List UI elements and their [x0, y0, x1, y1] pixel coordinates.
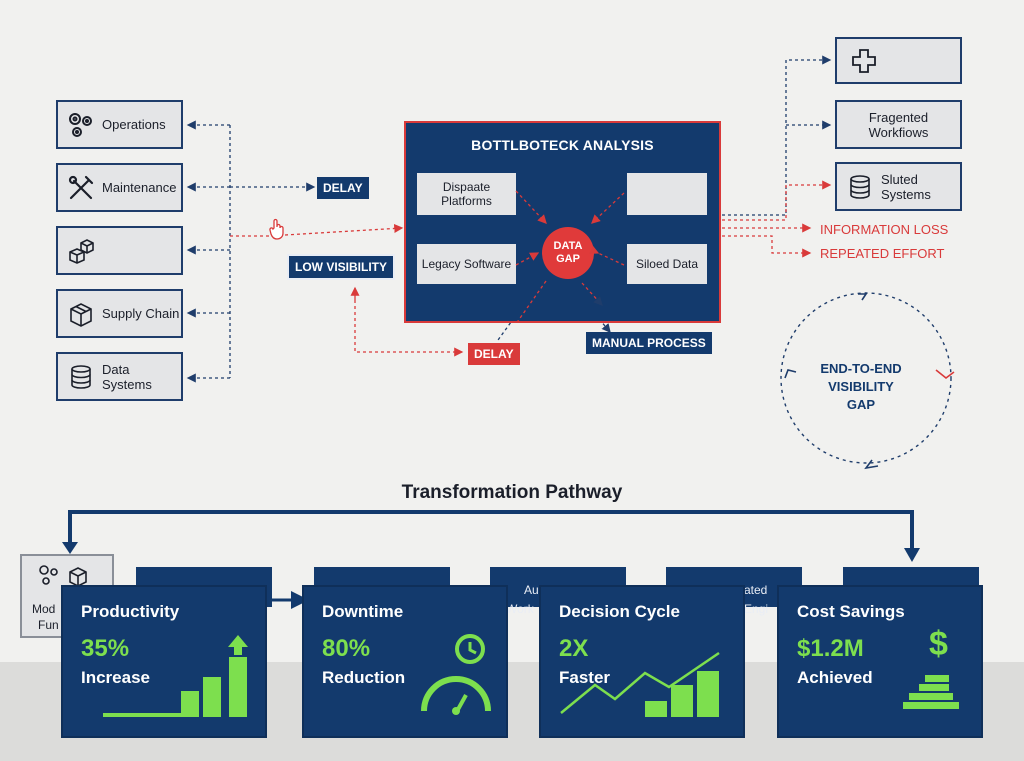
back-card-text: Engi [744, 602, 769, 616]
back-card-text: ated [744, 583, 768, 597]
delay-tag-red: DELAY [468, 343, 520, 365]
back-card-text: Work [506, 602, 534, 616]
node-label-line: Systems [881, 186, 931, 202]
metric-title: Decision Cycle [559, 602, 680, 621]
database-icon [850, 174, 870, 199]
stub-text: Fun [38, 618, 59, 632]
metric-title: Productivity [81, 602, 180, 621]
metric-sub: Increase [81, 668, 150, 687]
panel-title: BOTTLBOTECK ANALYSIS [471, 137, 654, 153]
delay-tag: DELAY [317, 177, 369, 199]
hand-pointer-icon [269, 218, 284, 240]
node-label-line: Fragented [868, 109, 929, 125]
node-label: Data Systems [102, 362, 152, 392]
node-label: Maintenance [102, 180, 177, 195]
visibility-gap-label: END-TO-END VISIBILITY GAP [806, 360, 916, 414]
metric-card-cost-savings[interactable]: Cost Savings $1.2M Achieved $ [777, 585, 983, 738]
node-operations[interactable]: Operations [56, 100, 183, 149]
node-data-systems[interactable]: Data Systems [56, 352, 183, 401]
blank-box[interactable] [627, 173, 707, 215]
back-card-text: Au [524, 583, 539, 597]
node-supply-chain[interactable]: Supply Chain [56, 289, 183, 338]
box-label-line: Dispaate [442, 180, 491, 194]
metric-sub: Faster [559, 668, 611, 687]
metric-sub: Reduction [322, 668, 406, 687]
box-icon [70, 302, 92, 327]
information-loss-label: INFORMATION LOSS [820, 222, 949, 237]
metric-title: Cost Savings [797, 602, 905, 621]
metric-sub: Achieved [797, 668, 873, 687]
node-plus[interactable] [835, 37, 962, 84]
coin-stack-icon [903, 675, 959, 709]
node-label-line: Systems [102, 376, 152, 392]
box-label-line: Platforms [441, 194, 492, 208]
clock-gauge-icon [421, 634, 491, 715]
metric-value: 2X [559, 635, 589, 662]
vis-line: END-TO-END [820, 361, 902, 376]
wrench-screwdriver-icon [68, 175, 94, 199]
metric-value: 80% [322, 635, 371, 662]
siloed-data-box[interactable]: Siloed Data [627, 244, 707, 284]
bar-growth-icon [103, 635, 248, 717]
gap-label-line: GAP [556, 253, 580, 265]
stub-text: Mod [32, 602, 56, 616]
node-cubes[interactable] [56, 226, 183, 275]
gap-label-line: DATA [553, 240, 583, 252]
inner-arrows [509, 190, 625, 321]
node-label-line: Workfiows [868, 124, 929, 140]
node-label-line: Data [102, 361, 130, 377]
vis-line: GAP [846, 397, 876, 412]
manual-process-tag: MANUAL PROCESS [586, 332, 712, 354]
plus-icon [852, 48, 876, 73]
node-label: Supply Chain [102, 306, 180, 321]
metric-value: 35% [81, 635, 130, 662]
trend-chart-icon [560, 651, 720, 717]
dollar-sign-icon: $ [929, 625, 948, 663]
cubes-icon [69, 238, 94, 264]
metric-card-decision-cycle[interactable]: Decision Cycle 2X Faster [539, 585, 745, 738]
database-icon [71, 364, 91, 389]
pathway-title: Transformation Pathway [401, 482, 623, 503]
metric-title: Downtime [322, 602, 404, 621]
metric-card-downtime[interactable]: Downtime 80% Reduction [302, 585, 508, 738]
legacy-software-box[interactable]: Legacy Software [417, 244, 516, 284]
gears-icon [69, 112, 92, 137]
low-visibility-tag: LOW VISIBILITY [287, 254, 395, 280]
vis-line: VISIBILITY [828, 379, 894, 394]
node-label-line: Sluted [881, 171, 918, 187]
gears-box-icon [39, 565, 87, 587]
metric-card-productivity[interactable]: Productivity 35% Increase [61, 585, 267, 738]
metric-value: $1.2M [797, 635, 864, 662]
node-label: Operations [102, 117, 166, 132]
repeated-effort-label: REPEATED EFFORT [820, 246, 945, 261]
node-maintenance[interactable]: Maintenance [56, 163, 183, 212]
